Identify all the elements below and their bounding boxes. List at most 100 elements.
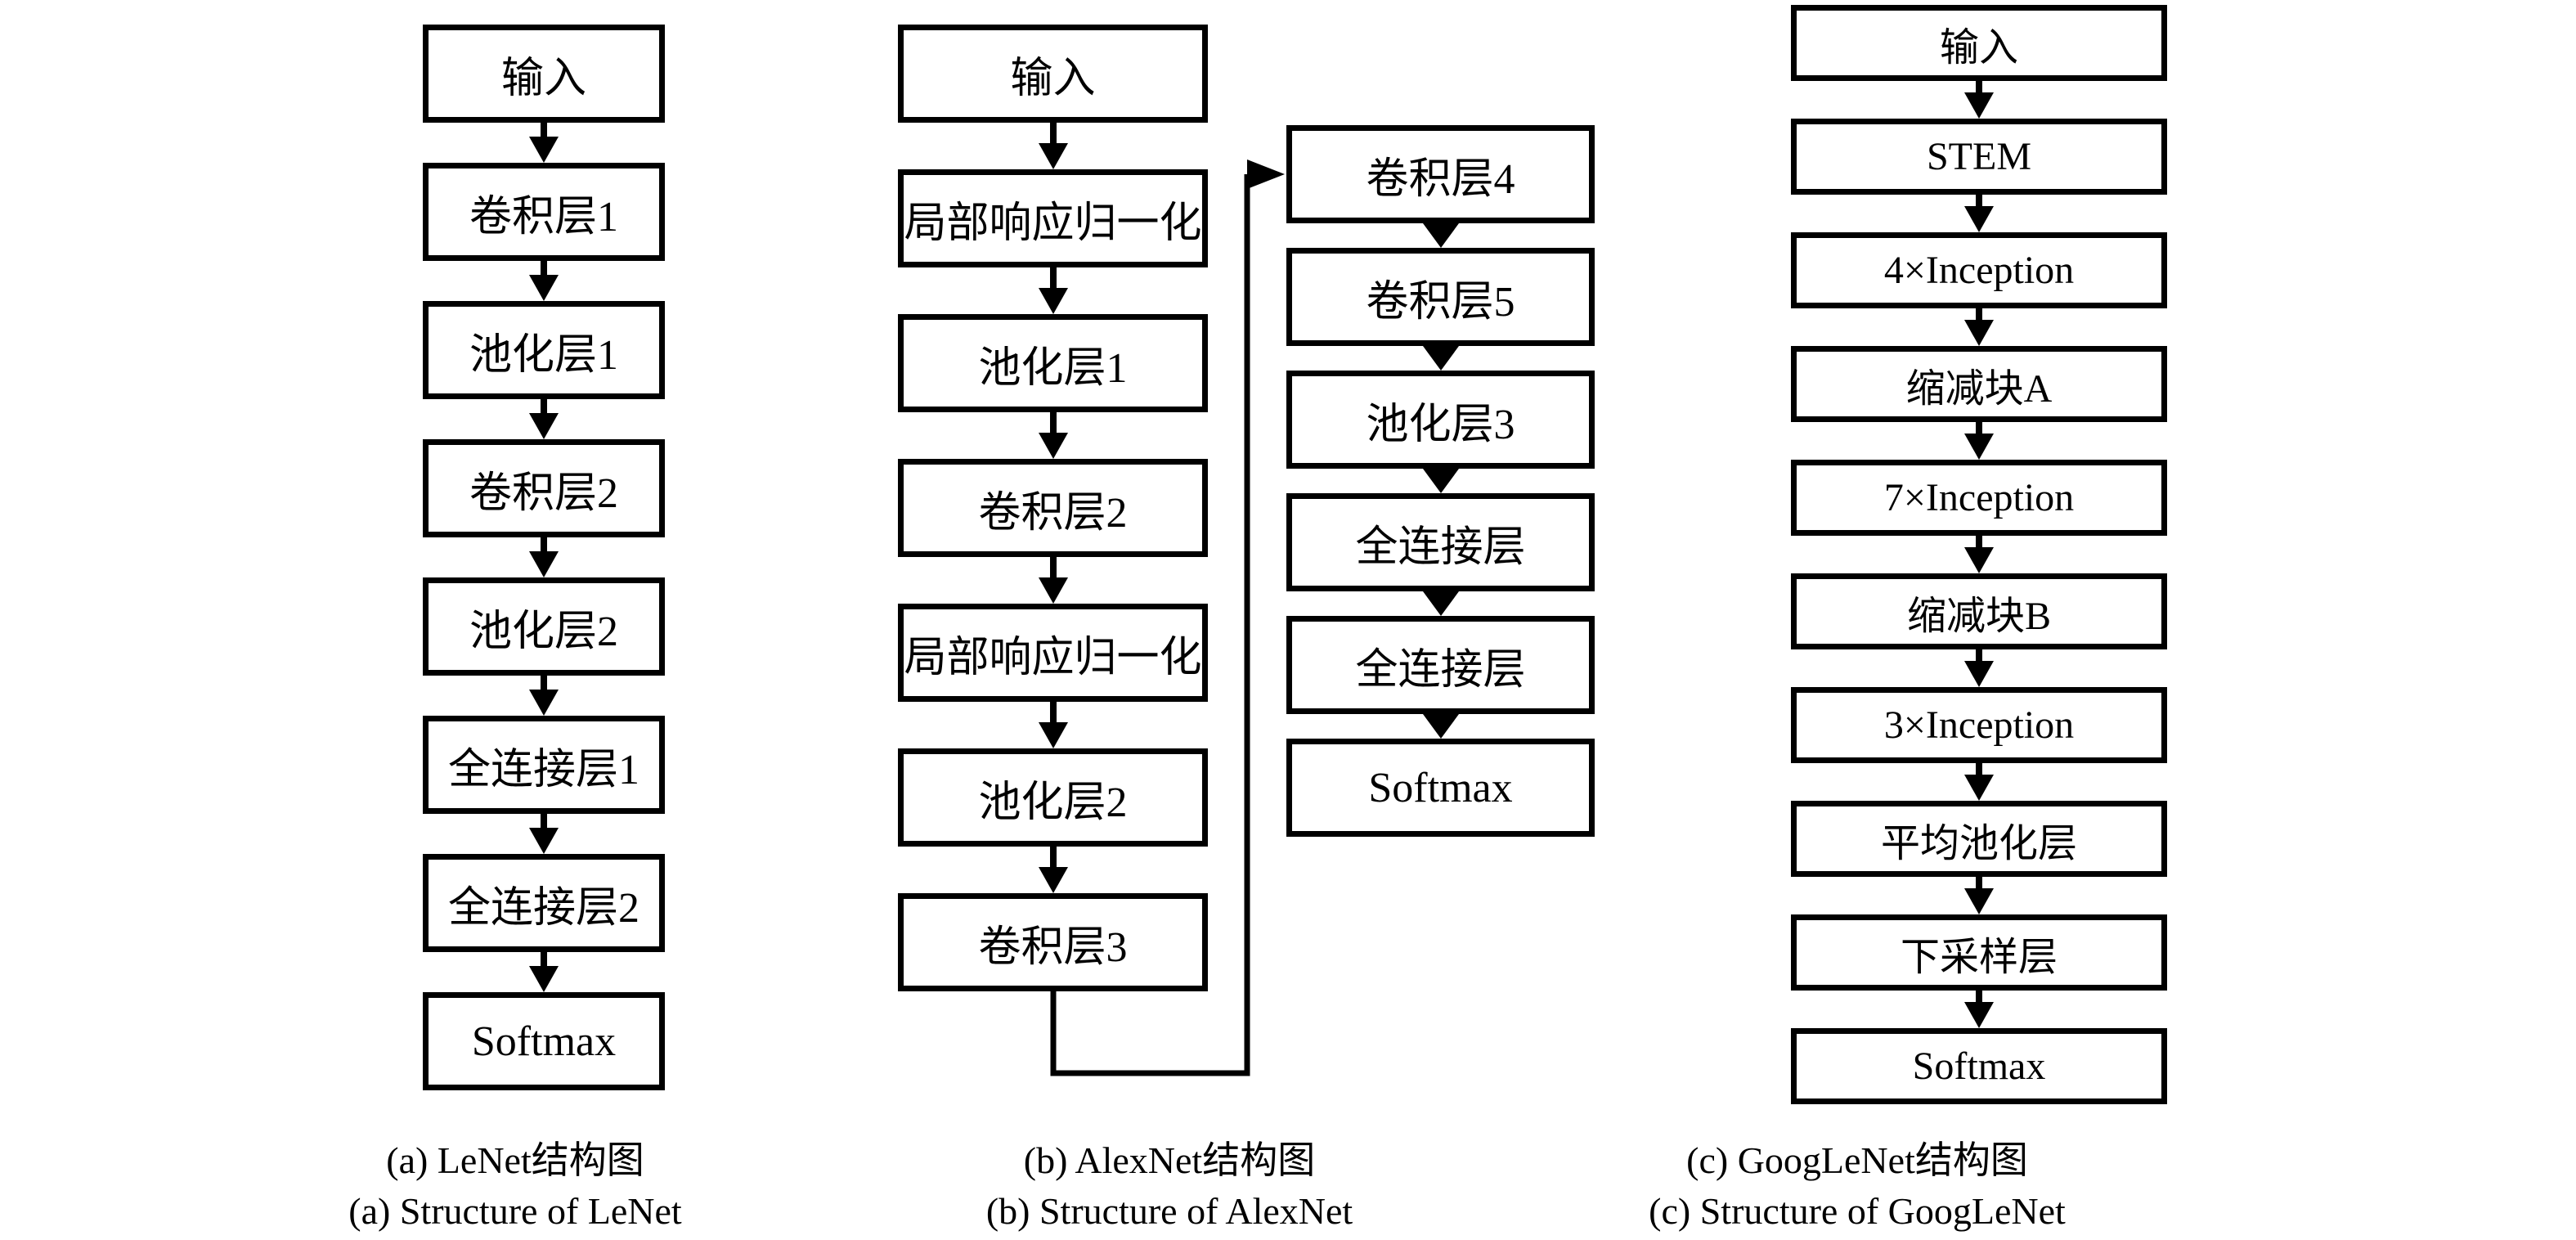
caption-a: (a) LeNet结构图 (a) Structure of LeNet <box>229 1135 801 1237</box>
arrow-stem <box>1976 79 1982 92</box>
googlenet-box-label: 7×Inception <box>1883 476 2075 519</box>
googlenet-box-label: 4×Inception <box>1883 249 2075 292</box>
alexnet-right-box-3: 池化层3 <box>1286 371 1595 469</box>
arrow-stem <box>1976 875 1982 888</box>
arrow-stem <box>1049 845 1057 867</box>
arrow-down-icon <box>1038 288 1068 317</box>
alexnet-right-box-label: 池化层3 <box>1366 401 1515 448</box>
arrow-stem <box>541 950 547 966</box>
arrow-down-icon <box>1038 577 1068 606</box>
alexnet-left-box-label: 局部响应归一化 <box>904 634 1202 681</box>
googlenet-box-5: 7×Inception <box>1791 460 2167 536</box>
alexnet-right-box-label: Softmax <box>1368 764 1513 811</box>
arrow-down-icon <box>1964 1002 1994 1031</box>
arrow-down-icon <box>1422 714 1459 741</box>
arrow-stem <box>1976 193 1982 206</box>
googlenet-box-label: 3×Inception <box>1883 703 2075 747</box>
arrow-stem <box>541 121 547 137</box>
arrow-down-icon <box>1964 434 1994 462</box>
connector-line <box>1050 174 1250 1076</box>
arrow-down-icon <box>529 828 559 856</box>
alexnet-right-box-4: 全连接层 <box>1286 493 1595 591</box>
alexnet-right-box-1: 卷积层4 <box>1286 125 1595 223</box>
arrow-down-icon <box>1038 143 1068 172</box>
arrow-down-icon <box>1422 346 1459 373</box>
alexnet-right-box-label: 卷积层5 <box>1366 278 1515 326</box>
caption-line-zh: (c) GoogLeNet结构图 <box>1686 1139 2028 1181</box>
lenet-box-5: 池化层2 <box>423 577 665 676</box>
lenet-box-label: 池化层2 <box>469 608 618 655</box>
arrow-stem <box>1976 534 1982 547</box>
alexnet-left-box-1: 输入 <box>898 25 1208 123</box>
arrow-stem <box>1049 700 1057 722</box>
arrow-stem <box>1976 989 1982 1002</box>
lenet-box-label: 全连接层1 <box>447 746 640 793</box>
lenet-box-label: 全连接层2 <box>447 884 640 932</box>
alexnet-right-box-6: Softmax <box>1286 739 1595 837</box>
caption-b: (b) AlexNet结构图 (b) Structure of AlexNet <box>883 1135 1456 1237</box>
alexnet-left-box-label: 卷积层3 <box>978 923 1128 971</box>
alexnet-left-box-2: 局部响应归一化 <box>898 169 1208 267</box>
lenet-box-8: Softmax <box>423 992 665 1090</box>
arrow-down-icon <box>1422 469 1459 496</box>
alexnet-left-box-5: 局部响应归一化 <box>898 604 1208 702</box>
arrow-down-icon <box>529 690 559 718</box>
lenet-box-label: 卷积层1 <box>469 193 618 240</box>
lenet-box-6: 全连接层1 <box>423 716 665 814</box>
caption-line-en: (b) Structure of AlexNet <box>985 1190 1353 1232</box>
arrow-down-icon <box>1964 775 1994 803</box>
lenet-box-4: 卷积层2 <box>423 439 665 537</box>
arrow-stem <box>1049 555 1057 577</box>
googlenet-box-6: 缩减块B <box>1791 573 2167 649</box>
lenet-box-label: 卷积层2 <box>469 469 618 517</box>
googlenet-box-label: 缩减块B <box>1906 594 2052 638</box>
arrow-down-icon <box>529 966 559 995</box>
googlenet-box-8: 平均池化层 <box>1791 801 2167 877</box>
arrow-stem <box>1976 307 1982 320</box>
arrow-down-icon <box>1964 320 1994 348</box>
arrow-stem <box>1049 121 1057 143</box>
arrow-down-icon <box>529 551 559 580</box>
googlenet-box-1: 输入 <box>1791 5 2167 81</box>
arrow-right-icon <box>1247 159 1285 189</box>
alexnet-left-box-3: 池化层1 <box>898 314 1208 412</box>
googlenet-box-label: Softmax <box>1912 1045 2046 1088</box>
alexnet-left-box-label: 池化层2 <box>978 779 1128 826</box>
alexnet-left-box-label: 卷积层2 <box>978 489 1128 537</box>
alexnet-right-box-label: 全连接层 <box>1355 646 1526 694</box>
googlenet-box-3: 4×Inception <box>1791 232 2167 308</box>
googlenet-box-label: 平均池化层 <box>1880 821 2077 865</box>
arrow-down-icon <box>529 137 559 165</box>
arrow-stem <box>541 812 547 828</box>
arrow-stem <box>541 259 547 275</box>
googlenet-box-2: STEM <box>1791 119 2167 195</box>
alexnet-left-box-label: 池化层1 <box>978 344 1128 392</box>
arrow-down-icon <box>529 275 559 303</box>
arrow-stem <box>1049 411 1057 433</box>
arrow-down-icon <box>1964 888 1994 917</box>
arrow-down-icon <box>1422 223 1459 250</box>
googlenet-box-10: Softmax <box>1791 1028 2167 1104</box>
googlenet-box-7: 3×Inception <box>1791 687 2167 763</box>
arrow-stem <box>1976 648 1982 661</box>
alexnet-right-box-label: 卷积层4 <box>1366 155 1515 203</box>
caption-line-zh: (a) LeNet结构图 <box>386 1139 644 1181</box>
alexnet-right-box-2: 卷积层5 <box>1286 248 1595 346</box>
googlenet-box-label: 缩减块A <box>1905 366 2053 411</box>
arrow-down-icon <box>1038 433 1068 461</box>
alexnet-left-box-4: 卷积层2 <box>898 459 1208 557</box>
arrow-down-icon <box>1964 547 1994 576</box>
alexnet-left-box-label: 输入 <box>1010 55 1096 102</box>
caption-line-zh: (b) AlexNet结构图 <box>1023 1139 1316 1181</box>
lenet-box-7: 全连接层2 <box>423 854 665 952</box>
caption-line-en: (c) Structure of GoogLeNet <box>1649 1190 2066 1232</box>
caption-line-en: (a) Structure of LeNet <box>348 1190 682 1232</box>
googlenet-box-label: 下采样层 <box>1900 935 2058 979</box>
alexnet-right-box-5: 全连接层 <box>1286 616 1595 714</box>
arrow-stem <box>541 536 547 551</box>
arrow-stem <box>1976 762 1982 775</box>
googlenet-box-label: STEM <box>1926 135 2031 178</box>
arrow-down-icon <box>1422 591 1459 618</box>
alexnet-left-box-label: 局部响应归一化 <box>904 200 1202 247</box>
